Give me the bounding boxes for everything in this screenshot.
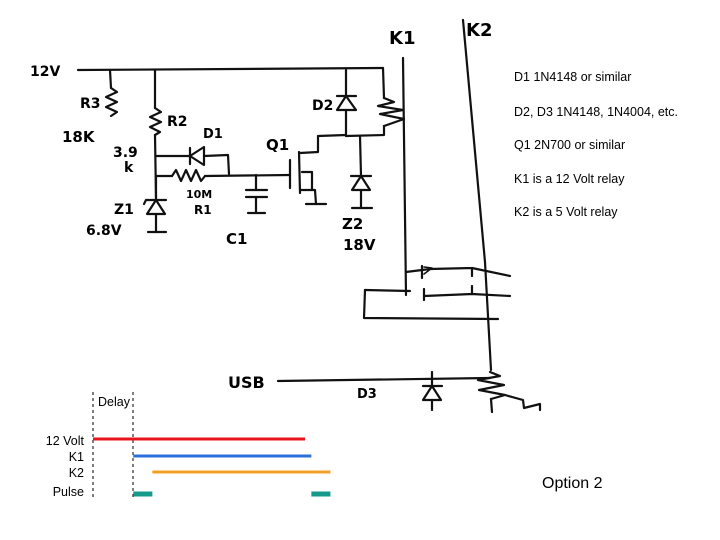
d2-to-coil bbox=[344, 124, 386, 138]
resistor-r1 bbox=[170, 168, 207, 183]
q1-channel bbox=[297, 150, 302, 195]
label-z1: Z1 bbox=[114, 202, 134, 218]
k1-line bbox=[401, 56, 408, 297]
r1-wire-right bbox=[203, 173, 292, 178]
contact-k1 bbox=[404, 264, 512, 280]
note-k1: K1 is a 12 Volt relay bbox=[514, 172, 625, 186]
z2-lead bbox=[358, 134, 363, 178]
usb-line bbox=[276, 376, 492, 383]
label-z2: Z2 bbox=[342, 215, 363, 233]
d1-wire-right bbox=[202, 153, 231, 176]
note-k2: K2 is a 5 Volt relay bbox=[514, 205, 618, 219]
label-r1: R1 bbox=[194, 203, 212, 217]
k1-coil bbox=[376, 96, 406, 128]
signal-label-k2: K2 bbox=[69, 466, 84, 480]
contact-k1-arrow bbox=[423, 266, 433, 275]
label-d2: D2 bbox=[312, 98, 333, 114]
label-usb: USB bbox=[228, 373, 265, 392]
label-z1-value: 6.8V bbox=[86, 223, 122, 239]
note-d1: D1 1N4148 or similar bbox=[514, 70, 631, 84]
timing-diagram: Delay 12 Volt K1 K2 Pulse bbox=[46, 392, 331, 500]
label-k1: K1 bbox=[389, 28, 415, 49]
label-d3: D3 bbox=[357, 387, 377, 402]
r3-lead-top bbox=[108, 68, 113, 90]
note-q1: Q1 2N700 or similar bbox=[514, 138, 625, 152]
resistor-r2 bbox=[148, 106, 163, 137]
diode-d2 bbox=[335, 94, 358, 112]
q1-source bbox=[298, 188, 318, 206]
label-k2: K2 bbox=[466, 20, 492, 41]
label-z2-value: 18V bbox=[343, 236, 376, 254]
k2-coil-ground bbox=[489, 393, 542, 414]
k2-line bbox=[461, 18, 493, 372]
label-q1: Q1 bbox=[266, 136, 289, 154]
label-r3-value: 18K bbox=[62, 128, 96, 146]
q1-arrow bbox=[300, 170, 314, 192]
note-d2-d3: D2, D3 1N4148, 1N4004, etc. bbox=[514, 105, 678, 119]
label-r1-value: 10M bbox=[186, 188, 212, 201]
zener-z1 bbox=[142, 198, 168, 216]
rail-12v bbox=[76, 66, 385, 72]
contact-k2 bbox=[363, 284, 512, 302]
option-label: Option 2 bbox=[542, 475, 603, 492]
rail-to-k1 bbox=[381, 66, 386, 100]
delay-label: Delay bbox=[98, 395, 131, 409]
signal-label-k1: K1 bbox=[69, 450, 84, 464]
label-d1: D1 bbox=[203, 127, 223, 142]
k2-coil bbox=[476, 370, 507, 401]
label-12v: 12V bbox=[30, 64, 60, 80]
zener-z2 bbox=[349, 174, 373, 192]
contact-loop bbox=[362, 288, 500, 321]
resistor-r3 bbox=[104, 86, 119, 118]
label-r2-value-bottom: k bbox=[124, 160, 134, 176]
signal-label-pulse: Pulse bbox=[53, 485, 84, 499]
label-c1: C1 bbox=[226, 230, 247, 248]
diode-d3 bbox=[421, 384, 444, 402]
diode-d1 bbox=[188, 145, 206, 167]
label-r2-value-top: 3.9 bbox=[113, 145, 138, 161]
signal-label-12-volt: 12 Volt bbox=[46, 434, 85, 448]
label-r3: R3 bbox=[80, 96, 101, 112]
capacitor-c1 bbox=[244, 188, 269, 199]
q1-drain bbox=[298, 133, 348, 155]
label-r2: R2 bbox=[167, 114, 188, 130]
